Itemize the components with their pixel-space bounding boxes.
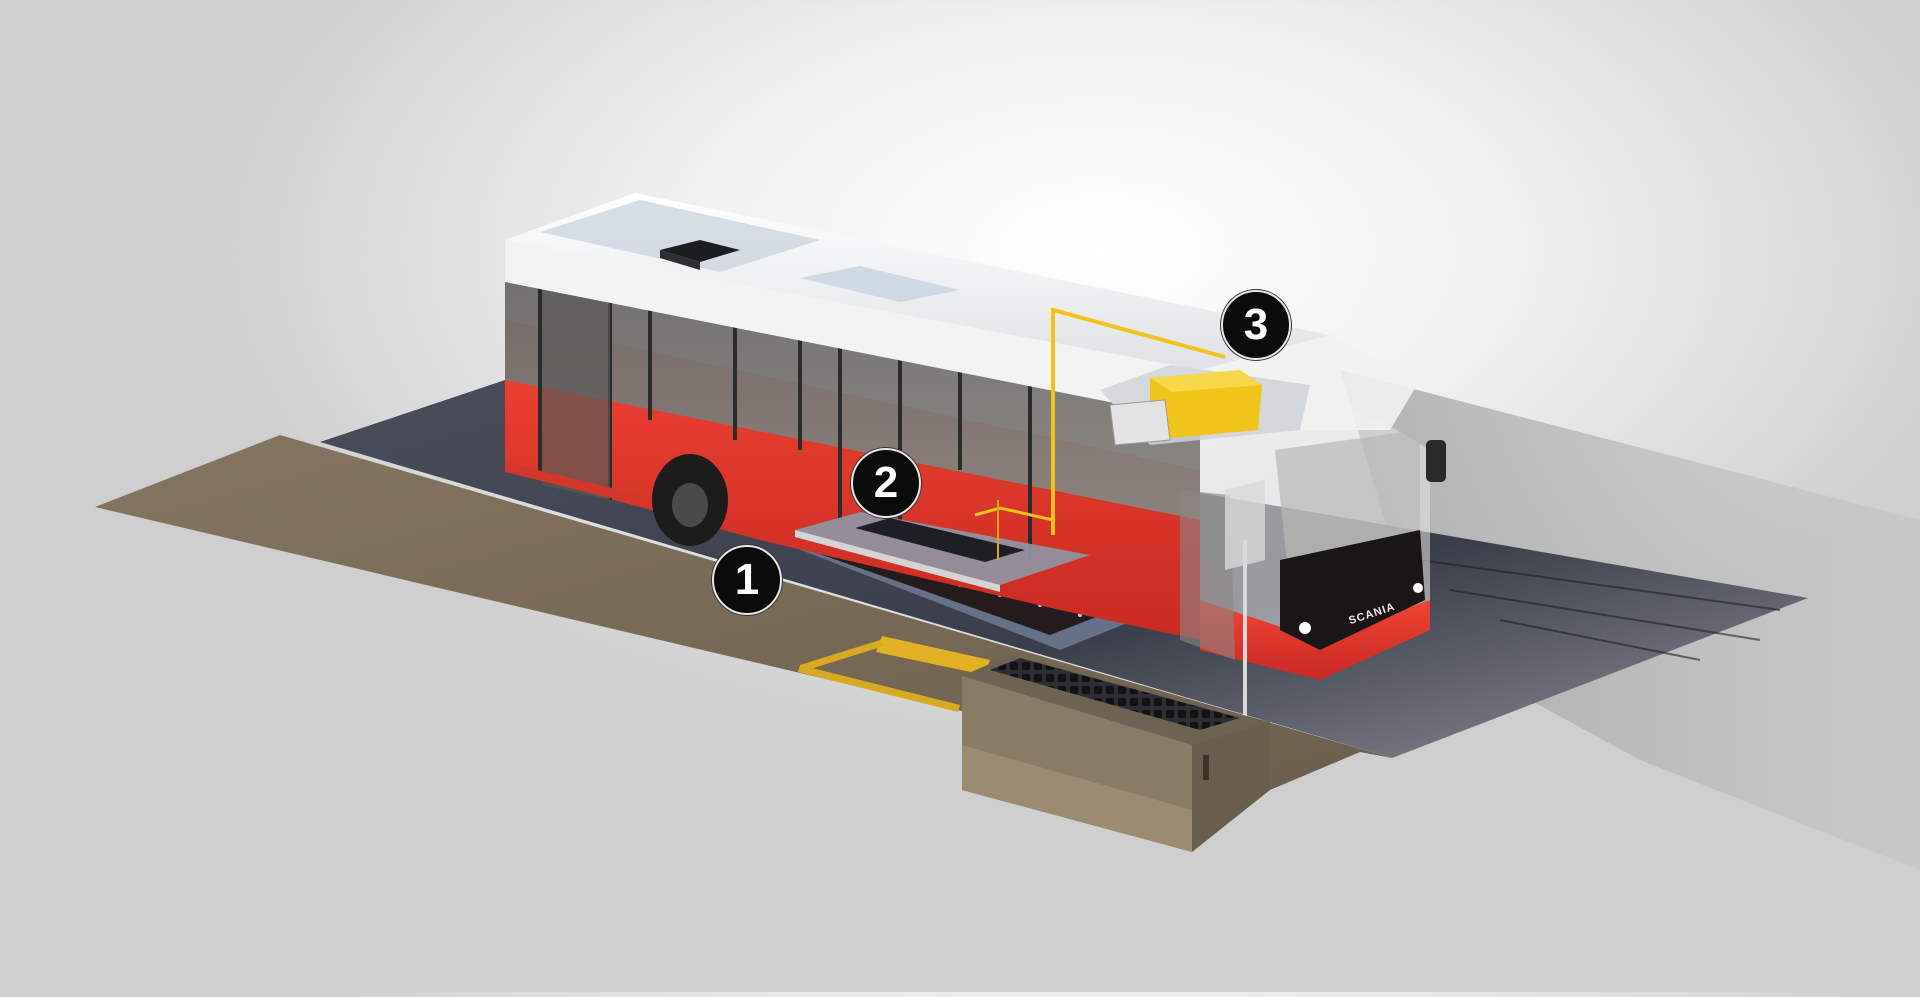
charging-sign-post (1243, 540, 1247, 730)
charging-box-grid (990, 658, 1240, 730)
marker-2-pickup-plate: 2 (851, 448, 921, 518)
marker-3-roof-battery: 3 (1221, 290, 1291, 360)
charging-box-side (1192, 722, 1270, 852)
bus-grille (1280, 530, 1425, 650)
roof-vent (660, 240, 740, 262)
marker-1-ground-pad: 1 (712, 545, 782, 615)
yellow-marking-bar (876, 636, 990, 675)
power-cable (1051, 307, 1226, 535)
bus-side-windows (505, 280, 1200, 520)
side-mirror (1426, 440, 1446, 482)
yellow-marking-line (798, 665, 960, 712)
road-marks (1419, 559, 1781, 661)
bus-roof-side (505, 240, 1200, 420)
